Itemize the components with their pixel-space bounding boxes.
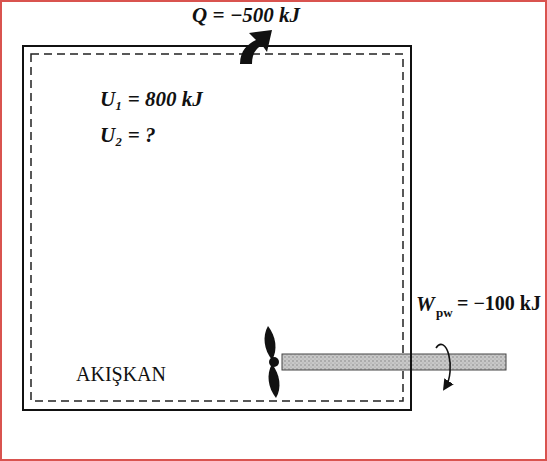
heat-label: Q = −500 kJ <box>192 3 300 28</box>
heat-arrow <box>240 30 272 64</box>
rotation-arrow <box>436 344 450 386</box>
work-subscript: pw <box>436 305 453 321</box>
work-symbol: W <box>416 292 435 317</box>
paddle-wheel <box>265 326 280 398</box>
system-boundary <box>31 54 403 401</box>
energy-value: U₂ = ? <box>100 123 155 148</box>
work-value: = −100 kJ <box>457 292 541 315</box>
fluid-label: AKIŞKAN <box>76 363 166 386</box>
system-box: U₁ = 800 kJ U₂ = ? AKIŞKAN <box>22 45 412 411</box>
shaft <box>282 354 506 370</box>
energy-value: U₁ = 800 kJ <box>100 87 203 112</box>
